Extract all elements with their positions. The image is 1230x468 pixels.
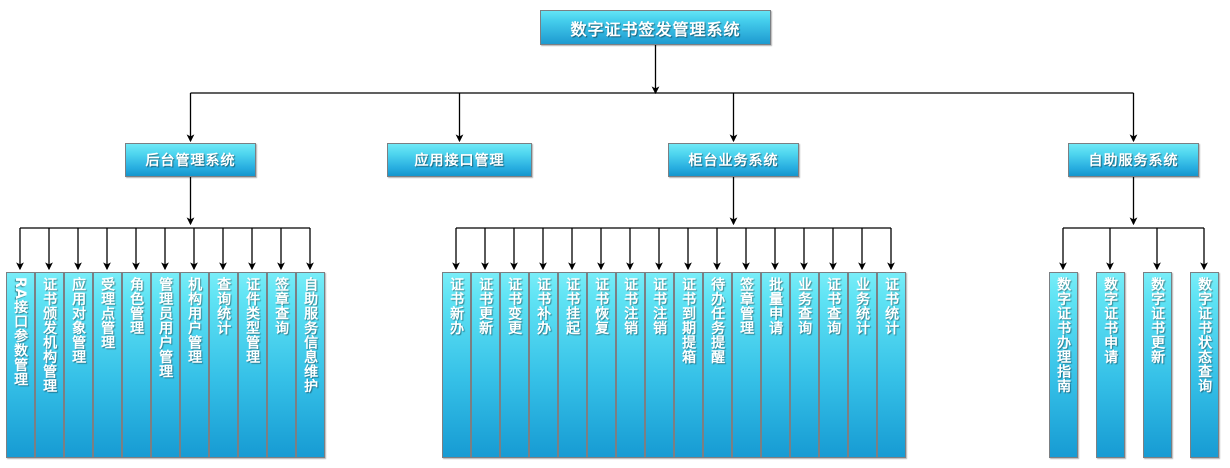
- node-leaf-label: 自助服务信息维护: [302, 277, 319, 393]
- node-leaf-label: 证书统计: [883, 277, 900, 335]
- node-leaf-label: 证书补办: [535, 277, 552, 335]
- node-leaf-label: 证书更新: [477, 277, 494, 335]
- node-branch-label: 应用接口管理: [414, 153, 505, 169]
- node-leaf-label: 查询统计: [215, 277, 232, 335]
- node-leaf-3-9[interactable]: 证书到期提箱: [673, 272, 703, 458]
- node-leaf-label: 证书挂起: [564, 277, 581, 335]
- node-leaf-1-8[interactable]: 查询统计: [208, 272, 238, 458]
- node-leaf-3-16[interactable]: 证书统计: [876, 272, 906, 458]
- node-leaf-3-8[interactable]: 证书注销: [644, 272, 674, 458]
- node-leaf-1-10[interactable]: 签章查询: [266, 272, 296, 458]
- node-leaf-label: 机构用户管理: [186, 277, 203, 364]
- node-branch-4[interactable]: 自助服务系统: [1068, 143, 1199, 177]
- node-leaf-label: 业务统计: [854, 277, 871, 335]
- node-leaf-label: 签章管理: [738, 277, 755, 335]
- node-leaf-3-15[interactable]: 业务统计: [847, 272, 877, 458]
- node-branch-label: 后台管理系统: [145, 153, 236, 169]
- node-leaf-4-2[interactable]: 数字证书申请: [1095, 272, 1125, 458]
- node-leaf-1-5[interactable]: 角色管理: [121, 272, 151, 458]
- node-leaf-3-7[interactable]: 证书注销: [615, 272, 645, 458]
- node-leaf-4-4[interactable]: 数字证书状态查询: [1189, 272, 1219, 458]
- node-leaf-label: 批量申请: [767, 277, 784, 335]
- node-leaf-3-2[interactable]: 证书更新: [470, 272, 500, 458]
- node-leaf-label: 数字证书申请: [1102, 277, 1119, 364]
- node-leaf-label: 管理员用户管理: [157, 277, 174, 379]
- node-root-label: 数字证书签发管理系统: [570, 19, 741, 39]
- node-branch-1[interactable]: 后台管理系统: [125, 143, 256, 177]
- node-leaf-3-10[interactable]: 待办任务提醒: [702, 272, 732, 458]
- node-leaf-4-3[interactable]: 数字证书更新: [1142, 272, 1172, 458]
- node-leaf-label: 证书恢复: [593, 277, 610, 335]
- node-leaf-label: 受理点管理: [99, 277, 116, 350]
- node-leaf-label: 证书变更: [506, 277, 523, 335]
- node-leaf-1-3[interactable]: 应用对象管理: [63, 272, 93, 458]
- node-leaf-1-4[interactable]: 受理点管理: [92, 272, 122, 458]
- node-leaf-label: 证书注销: [651, 277, 668, 335]
- node-leaf-3-3[interactable]: 证书变更: [499, 272, 529, 458]
- node-leaf-1-2[interactable]: 证书颁发机构管理: [34, 272, 64, 458]
- node-leaf-label: 应用对象管理: [70, 277, 87, 364]
- node-branch-label: 柜台业务系统: [688, 153, 779, 169]
- node-root[interactable]: 数字证书签发管理系统: [540, 10, 771, 45]
- node-leaf-1-9[interactable]: 证件类型管理: [237, 272, 267, 458]
- node-leaf-3-11[interactable]: 签章管理: [731, 272, 761, 458]
- node-leaf-1-1[interactable]: RA接口参数管理: [5, 272, 35, 458]
- node-leaf-3-5[interactable]: 证书挂起: [557, 272, 587, 458]
- node-leaf-label: 数字证书更新: [1149, 277, 1166, 364]
- node-leaf-1-6[interactable]: 管理员用户管理: [150, 272, 180, 458]
- node-leaf-3-14[interactable]: 证书查询: [818, 272, 848, 458]
- node-leaf-label: 证书到期提箱: [680, 277, 697, 364]
- node-leaf-3-1[interactable]: 证书新办: [441, 272, 471, 458]
- node-leaf-3-6[interactable]: 证书恢复: [586, 272, 616, 458]
- node-leaf-1-7[interactable]: 机构用户管理: [179, 272, 209, 458]
- node-branch-label: 自助服务系统: [1088, 153, 1179, 169]
- node-leaf-label: 待办任务提醒: [709, 277, 726, 364]
- node-leaf-label: 数字证书状态查询: [1196, 277, 1213, 393]
- node-leaf-1-11[interactable]: 自助服务信息维护: [295, 272, 325, 458]
- node-leaf-label: 证书查询: [825, 277, 842, 335]
- node-leaf-label: 业务查询: [796, 277, 813, 335]
- node-leaf-3-13[interactable]: 业务查询: [789, 272, 819, 458]
- node-leaf-4-1[interactable]: 数字证书办理指南: [1048, 272, 1078, 458]
- node-leaf-label: 证件类型管理: [244, 277, 261, 364]
- node-leaf-3-12[interactable]: 批量申请: [760, 272, 790, 458]
- node-leaf-label: 证书注销: [622, 277, 639, 335]
- node-leaf-label: 证书颁发机构管理: [41, 277, 58, 393]
- node-leaf-3-4[interactable]: 证书补办: [528, 272, 558, 458]
- node-branch-2[interactable]: 应用接口管理: [387, 143, 532, 177]
- node-branch-3[interactable]: 柜台业务系统: [668, 143, 799, 177]
- node-leaf-label: 签章查询: [273, 277, 290, 335]
- node-leaf-label: 角色管理: [128, 277, 145, 335]
- node-leaf-label: RA接口参数管理: [12, 277, 29, 387]
- node-leaf-label: 证书新办: [448, 277, 465, 335]
- node-leaf-label: 数字证书办理指南: [1055, 277, 1072, 393]
